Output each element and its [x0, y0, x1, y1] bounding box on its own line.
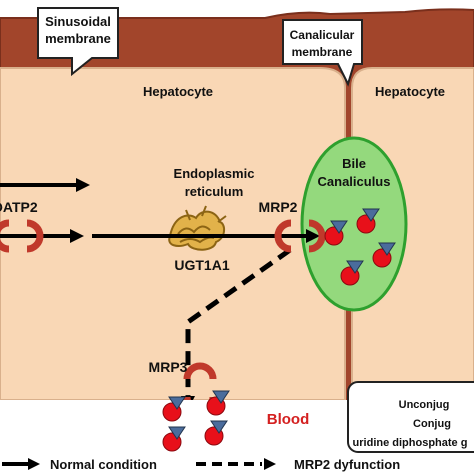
sinusoidal-label-line1: Sinusoidal [45, 14, 111, 29]
er-label-line1: Endoplasmic [174, 166, 255, 181]
sinusoidal-membrane-callout [37, 7, 119, 77]
conjugated-bilirubin-molecule [162, 426, 186, 452]
entry-arrowhead [70, 229, 84, 243]
hepatocyte-left-label: Hepatocyte [143, 84, 213, 99]
legend-normal-arrowhead [28, 458, 40, 470]
oatp2-transporter [0, 219, 44, 253]
er-label-line2: reticulum [185, 184, 244, 199]
mrp2-transporter [274, 219, 326, 253]
canalicular-label-line2: membrane [292, 45, 353, 59]
mrp2-label: MRP2 [259, 199, 298, 215]
conjugated-bilirubin-molecule [324, 220, 348, 246]
hepatocyte-right-label: Hepatocyte [375, 84, 445, 99]
conjugated-bilirubin-group [162, 208, 396, 452]
blood-label: Blood [267, 411, 310, 428]
conjugated-bilirubin-molecule [372, 242, 396, 268]
conjugated-bilirubin-molecule [356, 208, 380, 234]
canalicular-membrane-callout [282, 19, 363, 87]
bile-label-line1: Bile [342, 156, 366, 171]
conjugated-bilirubin-molecule [340, 260, 364, 286]
legend-normal-label: Normal condition [50, 457, 157, 472]
mrp3-label: MRP3 [149, 359, 188, 375]
bile-label-line2: Canaliculus [318, 174, 391, 189]
canalicular-label-line1: Canalicular [290, 28, 355, 42]
legend-dysfunction-label: MRP2 dyfunction [294, 457, 400, 472]
ugt1a1-label: UGT1A1 [174, 257, 229, 273]
legend-box-line3: uridine diphosphate g [353, 437, 468, 449]
conjugated-bilirubin-molecule [206, 390, 230, 416]
legend-dysfunction-arrowhead [264, 458, 276, 470]
legend-box-line2: Conjug [413, 418, 451, 430]
oatp2-label: OATP2 [0, 199, 38, 215]
legend-box-line1: Unconjug [399, 399, 450, 411]
sinusoidal-label-line2: membrane [45, 31, 111, 46]
oatp2-uptake-arrowhead [76, 178, 90, 192]
conjugation-to-mrp2-arrowhead [306, 229, 320, 243]
conjugated-bilirubin-molecule [162, 396, 186, 422]
legend-box [347, 381, 474, 453]
conjugated-bilirubin-molecule [204, 420, 228, 446]
